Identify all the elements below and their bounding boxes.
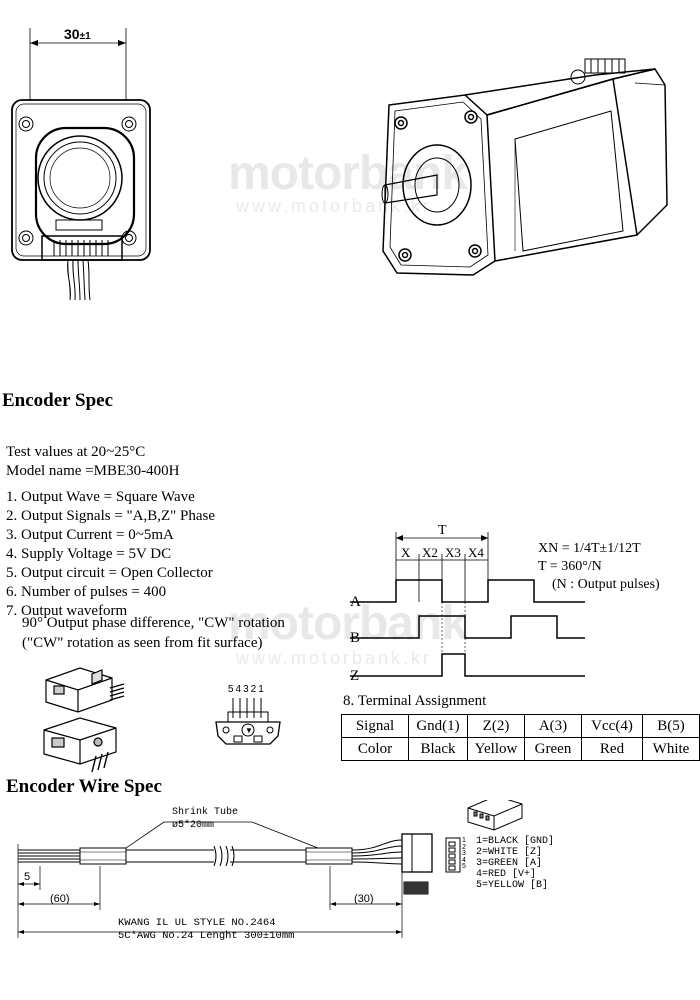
pin-legend-item: 1=BLACK [GND] (476, 836, 555, 847)
pin-legend: 1=BLACK [GND] 2=WHITE [Z] 3=GREEN [A] 4=… (476, 836, 554, 891)
front-width-dimension: 30±1 (64, 26, 91, 42)
segment-label: X4 (468, 545, 484, 560)
terminal-assignment-table: Signal Gnd(1) Z(2) A(3) Vcc(4) B(5) Colo… (341, 714, 700, 761)
spec-item: 2. Output Signals = "A,B,Z" Phase (6, 508, 216, 524)
spec-item: 7. Output waveform (6, 603, 128, 619)
shrink-tube-label: Shrink Tube (172, 807, 239, 818)
signal-cell: Z(2) (467, 714, 525, 738)
color-cell: Red (581, 737, 643, 761)
spec-list: 1. Output Wave = Square Wave 2. Output S… (6, 488, 215, 621)
spec-item: 5. Output circuit = Open Collector (6, 565, 213, 581)
dimension-5: 5 (24, 871, 31, 883)
pin-legend-item: 2=WHITE [Z] (476, 847, 543, 858)
encoder-module-illustration (43, 667, 125, 773)
terminal-assignment-title: 8. Terminal Assignment (343, 693, 487, 709)
row-header-signal: Signal (341, 714, 409, 738)
signal-cell: A(3) (524, 714, 582, 738)
dimension-60: (60) (50, 893, 70, 905)
model-name-text: Model name =MBE30-400H (6, 463, 180, 479)
formula-note: (N : Output pulses) (552, 577, 660, 592)
pin-legend-item: 3=GREEN [A] (476, 858, 543, 869)
wire-spec-title: Encoder Wire Spec (6, 776, 162, 797)
color-cell: Green (524, 737, 582, 761)
color-cell: Black (408, 737, 468, 761)
test-values-text: Test values at 20~25°C (6, 444, 146, 460)
channel-label-z: Z (350, 668, 359, 684)
cable-spec-line-1: KWANG IL UL STYLE NO.2464 (118, 917, 276, 929)
pin-legend-item: 5=YELLOW [B] (476, 880, 549, 891)
signal-cell: B(5) (642, 714, 700, 738)
dimension-30: (30) (354, 893, 374, 905)
cable-spec-line-2: 5C*AWG No.24 Lenght 300±10mm (118, 930, 295, 942)
signal-cell: Vcc(4) (581, 714, 643, 738)
formula-xn: XN = 1/4T±1/12T (538, 541, 641, 556)
signal-cell: Gnd(1) (408, 714, 468, 738)
color-cell: Yellow (467, 737, 525, 761)
table-row: Signal Gnd(1) Z(2) A(3) Vcc(4) B(5) (341, 714, 700, 738)
formula-period: T = 360°/N (538, 559, 602, 574)
wire-harness-drawing (17, 800, 523, 938)
spec-item: 3. Output Current = 0~5mA (6, 527, 174, 543)
output-waveform-diagram: T X X2 X3 X4 A B Z XN = 1/4T±1/12T T = 3… (350, 523, 660, 684)
spec-item: 4. Supply Voltage = 5V DC (6, 546, 172, 562)
motor-perspective-view (381, 58, 668, 276)
channel-label-b: B (350, 630, 360, 646)
segment-label: X2 (422, 545, 438, 560)
encoder-pcb-connector: ▼ (215, 698, 281, 745)
waveform-note-2: ("CW" rotation as seen from fit surface) (22, 635, 263, 651)
connector-pin-numbers: 54321 (228, 684, 266, 695)
svg-text:▼: ▼ (245, 726, 253, 735)
table-row: Color Black Yellow Green Red White (341, 737, 700, 761)
channel-label-a: A (350, 594, 361, 610)
row-header-color: Color (341, 737, 409, 761)
color-cell: White (642, 737, 700, 761)
segment-label: X (401, 545, 411, 560)
encoder-spec-title: Encoder Spec (2, 390, 114, 411)
spec-item: 6. Number of pulses = 400 (6, 584, 167, 600)
pin-legend-item: 4=RED [V+] (476, 869, 537, 880)
spec-item: 1. Output Wave = Square Wave (6, 489, 195, 505)
shrink-tube-dimension: ø5*20mm (172, 820, 215, 831)
encoder-front-view (11, 28, 151, 301)
side-connector-pin-numbers: 1 2 3 4 5 (462, 837, 466, 871)
waveform-note-1: 90° Output phase difference, "CW" rotati… (22, 615, 285, 631)
period-label: T (438, 523, 447, 538)
segment-label: X3 (445, 545, 461, 560)
